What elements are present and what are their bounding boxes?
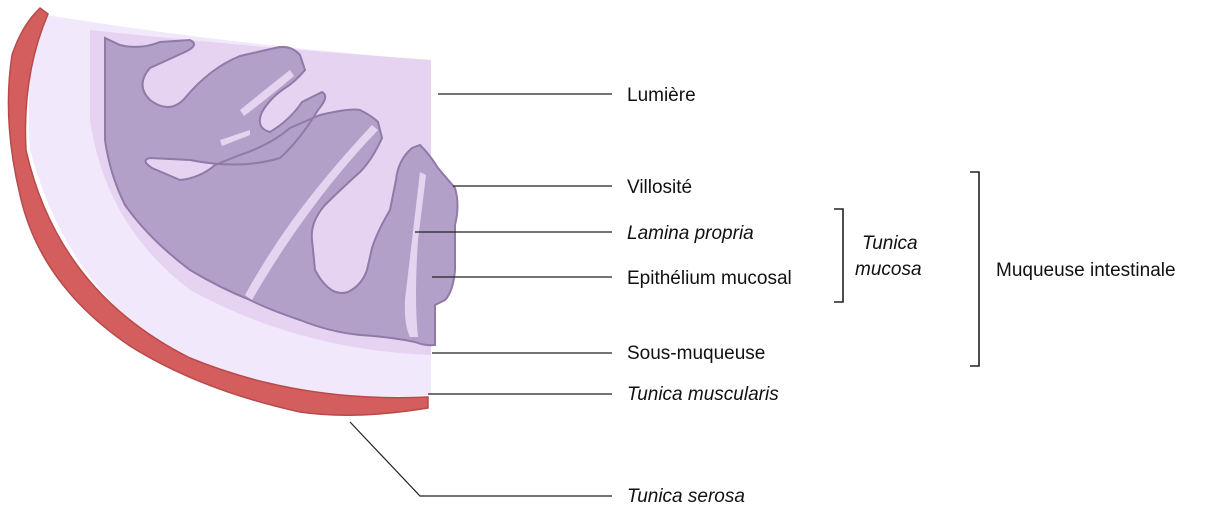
label-muqueuse-intestinale: Muqueuse intestinale: [996, 261, 1176, 280]
bracket-tunica-mucosa: [834, 209, 843, 302]
label-lamina-propria: Lamina propria: [627, 224, 754, 243]
label-lumiere: Lumière: [627, 86, 696, 105]
label-tunica-mucosa-line2: mucosa: [855, 260, 922, 279]
label-villosite: Villosité: [627, 178, 692, 197]
label-tunica-serosa: Tunica serosa: [627, 487, 745, 506]
label-sous-muqueuse: Sous-muqueuse: [627, 344, 765, 363]
label-epithelium-mucosal: Epithélium mucosal: [627, 269, 792, 288]
bracket-muqueuse-intestinale: [970, 172, 979, 366]
label-tunica-muscularis: Tunica muscularis: [627, 385, 779, 404]
leader-line-serosa: [350, 422, 612, 496]
label-tunica-mucosa-line1: Tunica: [862, 234, 918, 253]
